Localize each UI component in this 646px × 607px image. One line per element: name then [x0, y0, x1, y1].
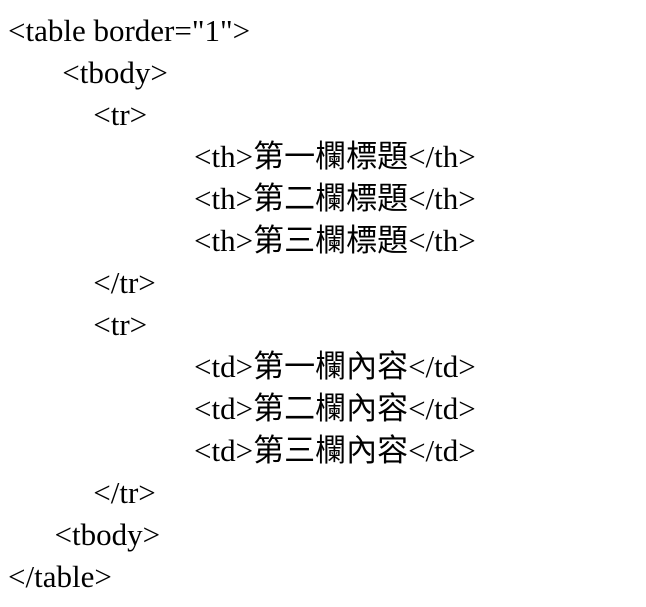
code-line: <tr> [8, 97, 148, 132]
code-line: <tbody> [8, 517, 161, 552]
code-line: <table border="1"> [8, 13, 251, 48]
code-line: </table> [8, 559, 112, 594]
code-line: <td>第三欄內容</td> [8, 433, 476, 468]
code-line: <th>第一欄標題</th> [8, 139, 476, 174]
code-line: <th>第二欄標題</th> [8, 181, 476, 216]
code-line: <tr> [8, 307, 148, 342]
code-line: </tr> [8, 265, 156, 300]
code-line: </tr> [8, 475, 156, 510]
code-line: <tbody> [8, 55, 168, 90]
code-line: <td>第二欄內容</td> [8, 391, 476, 426]
code-line: <th>第三欄標題</th> [8, 223, 476, 258]
code-line: <td>第一欄內容</td> [8, 349, 476, 384]
